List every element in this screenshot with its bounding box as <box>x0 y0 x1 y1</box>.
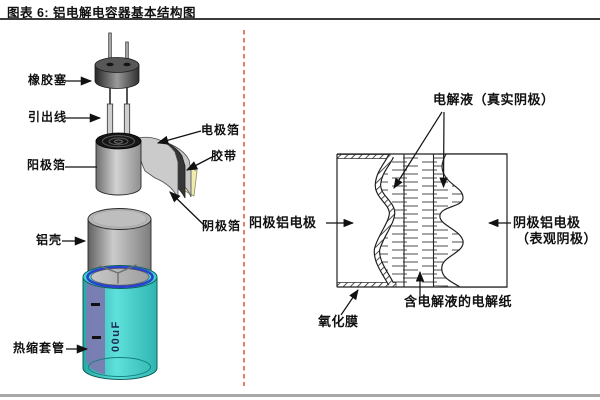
heat-shrink-label: 热缩套管 <box>13 341 66 355</box>
aluminum-case-label: 铝壳 <box>36 233 63 247</box>
figure-title: 图表 6: 铝电解电容器基本结构图 <box>7 6 197 20</box>
rubber-plug-shape <box>94 57 140 89</box>
sleeved-capacitor <box>82 264 158 380</box>
anode-foil-label: 阳极箔 <box>27 158 67 172</box>
title-rule <box>0 18 600 20</box>
electrolytic-paper-label: 含电解液的电解纸 <box>404 294 513 309</box>
right-callout-arrows <box>326 111 511 316</box>
foil-sheets <box>137 136 198 199</box>
cathode-foil-label: 阴极箔 <box>202 219 242 233</box>
paper-lines <box>403 154 435 287</box>
anode-foil-roll <box>95 132 142 196</box>
tape-label: 胶带 <box>211 149 238 163</box>
oxide-film-label: 氧化膜 <box>318 314 359 329</box>
left-callout-arrows <box>62 76 213 354</box>
vent-mark <box>99 264 137 284</box>
bottom-rule <box>0 394 600 397</box>
negative-stripe <box>86 279 105 375</box>
anode-electrode-label: 阳极铝电极 <box>249 215 317 230</box>
cathode-electrode-label: 阴极铝电极 <box>513 215 581 230</box>
exploded-capacitor-drawing <box>62 32 213 380</box>
lead-wire-label: 引出线 <box>28 110 68 124</box>
oxide-film-band <box>373 154 396 286</box>
electrolyte-label: 电解液（真实阴极） <box>433 92 555 107</box>
capacitance-marking: 00uF <box>110 320 122 352</box>
cathode-electrode-shape <box>439 153 508 288</box>
cathode-note-label: （表观阴极） <box>516 231 598 246</box>
rubber-plug-label: 橡胶塞 <box>28 73 68 87</box>
electrode-foil-label: 电极箔 <box>201 123 241 137</box>
cross-section-drawing <box>326 111 511 316</box>
